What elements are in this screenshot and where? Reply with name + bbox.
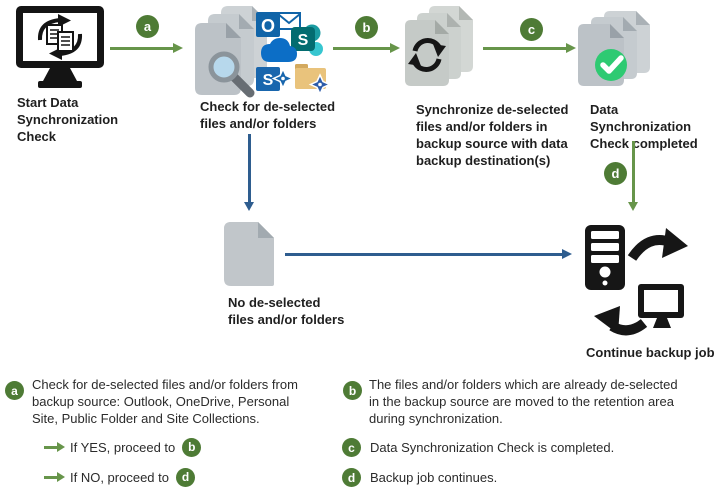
app-icons-cluster: O S S: [256, 12, 332, 96]
sharepoint-icon: S: [291, 24, 323, 56]
legend-d-text: Backup job continues.: [370, 470, 498, 485]
legend-c-row: c Data Synchronization Check is complete…: [342, 438, 614, 457]
documents-sync-icon: [405, 6, 473, 86]
sharepoint-classic-icon: S: [256, 67, 295, 91]
outlook-icon: O: [256, 12, 301, 37]
connector-a-badge: a: [136, 15, 159, 38]
monitor-sync-icon: [16, 6, 104, 88]
outlook-letter: O: [261, 16, 275, 36]
document-icon: [224, 222, 274, 286]
arrow-no-to-continue: [285, 249, 572, 259]
arrow-b: [333, 43, 400, 53]
branch-no-target-badge: d: [176, 467, 195, 487]
branch-yes-target-badge: b: [182, 437, 202, 457]
documents-check-icon: [578, 11, 650, 86]
folder-star-icon: [295, 64, 332, 96]
connector-d-badge: d: [604, 162, 627, 185]
start-node-label: Start Data Synchronization Check: [17, 95, 119, 144]
legend-b-badge: b: [343, 381, 362, 400]
sync-node-label: Synchronize de-selected files and/or fol…: [416, 102, 569, 168]
check-node-label: Check for de-selected files and/or folde…: [200, 99, 336, 131]
legend-d-row: d Backup job continues.: [342, 468, 497, 487]
legend-b-text: The files and/or folders which are alrea…: [369, 377, 678, 426]
legend-a-text: Check for de-selected files and/or folde…: [32, 377, 298, 426]
branch-no-label: If NO, proceed to: [70, 469, 169, 485]
arrow-a: [110, 43, 183, 53]
completed-node-label: Data Synchronization Check completed: [590, 102, 698, 151]
continue-node-label: Continue backup job: [586, 345, 715, 360]
branch-arrow-icon: [44, 442, 65, 452]
sharepoint-classic-letter: S: [263, 72, 274, 89]
branch-yes-label: If YES, proceed to: [70, 439, 176, 455]
connector-b-badge: b: [355, 16, 378, 39]
branch-arrow-icon: [44, 472, 65, 482]
sharepoint-letter: S: [298, 32, 309, 49]
legend-c-text: Data Synchronization Check is completed.: [370, 440, 615, 455]
onedrive-icon: [261, 38, 297, 62]
legend-a-badge: a: [5, 381, 24, 400]
no-deselected-node-label: No de-selected files and/or folders: [228, 295, 345, 327]
connector-c-badge: c: [520, 18, 543, 41]
arrow-c: [483, 43, 576, 53]
documents-search-icon: [195, 6, 267, 98]
arrow-no-branch: [244, 134, 254, 211]
legend-branch-no: If NO, proceed to d: [44, 467, 195, 487]
arrow-d: [628, 141, 638, 211]
legend-c-badge: c: [342, 438, 361, 457]
legend-d-badge: d: [342, 468, 361, 487]
server-computer-cycle-icon: [585, 225, 688, 336]
legend-branch-yes: If YES, proceed to b: [44, 437, 202, 457]
